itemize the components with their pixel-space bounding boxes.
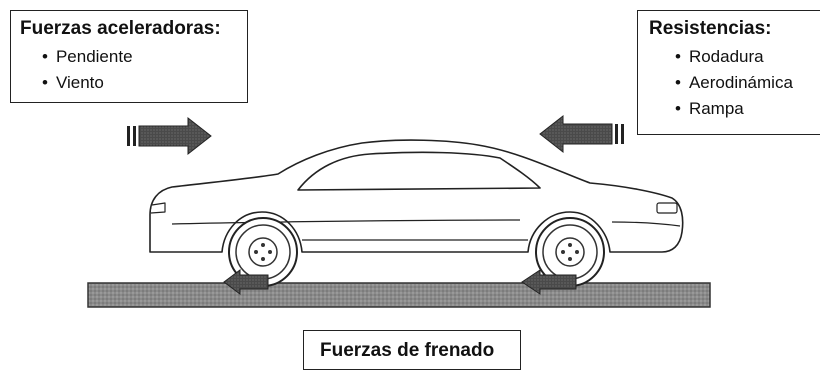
braking-force-arrow-front	[521, 269, 577, 295]
braking-force-arrow-rear	[223, 269, 269, 295]
rear-wheel	[228, 217, 298, 287]
braking-forces-box: Fuerzas de frenado	[303, 330, 521, 370]
accelerating-force-arrow	[127, 116, 212, 156]
accelerating-forces-list: Pendiente Viento	[20, 44, 247, 96]
resistance-item: Rodadura	[675, 44, 820, 70]
braking-forces-label: Fuerzas de frenado	[320, 340, 495, 361]
accelerating-force-item: Viento	[42, 70, 247, 96]
resistances-title: Resistencias:	[649, 18, 772, 39]
resistance-force-arrow	[539, 114, 624, 154]
resistances-box: Resistencias: Rodadura Aerodinámica Ramp…	[637, 10, 820, 135]
accelerating-force-item: Pendiente	[42, 44, 247, 70]
resistance-item: Aerodinámica	[675, 70, 820, 96]
car-illustration	[149, 139, 684, 253]
road-surface	[87, 282, 711, 308]
resistance-item: Rampa	[675, 96, 820, 122]
accelerating-forces-title: Fuerzas aceleradoras:	[20, 18, 221, 39]
accelerating-forces-box: Fuerzas aceleradoras: Pendiente Viento	[10, 10, 248, 103]
resistances-list: Rodadura Aerodinámica Rampa	[649, 44, 820, 122]
